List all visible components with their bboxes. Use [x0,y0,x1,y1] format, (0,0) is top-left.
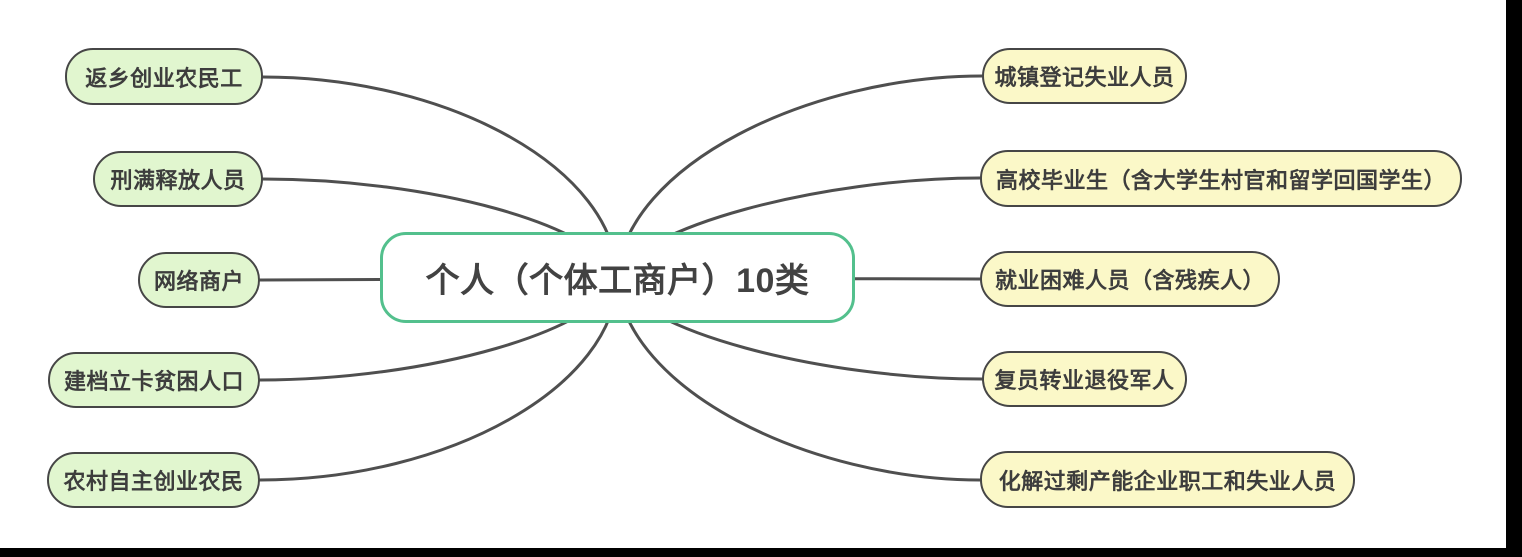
node-label: 就业困难人员（含残疾人） [994,268,1265,293]
window-edge-right [1506,0,1522,557]
node-demobilized-veterans[interactable]: 复员转业退役军人 [982,351,1187,407]
root-node[interactable]: 个人（个体工商户）10类 [380,232,855,323]
node-college-graduates[interactable]: 高校毕业生（含大学生村官和留学回国学生） [980,150,1462,207]
node-registered-poor-population[interactable]: 建档立卡贫困人口 [48,352,260,408]
root-node-label: 个人（个体工商户）10类 [425,262,810,300]
node-label: 复员转业退役军人 [994,368,1175,393]
node-returning-migrant-workers[interactable]: 返乡创业农民工 [65,48,263,105]
node-label: 化解过剩产能企业职工和失业人员 [998,468,1337,494]
node-employment-difficulty-persons[interactable]: 就业困难人员（含残疾人） [980,251,1280,307]
node-rural-self-employed-farmers[interactable]: 农村自主创业农民 [47,452,260,508]
node-label: 高校毕业生（含大学生村官和留学回国学生） [995,167,1446,193]
node-released-prisoners[interactable]: 刑满释放人员 [93,151,263,207]
node-label: 刑满释放人员 [110,168,246,193]
node-overcapacity-enterprise-workers[interactable]: 化解过剩产能企业职工和失业人员 [980,451,1355,508]
node-label: 城镇登记失业人员 [994,65,1175,90]
window-edge-bottom [0,548,1522,557]
node-urban-registered-unemployed[interactable]: 城镇登记失业人员 [982,48,1187,104]
node-label: 建档立卡贫困人口 [63,369,244,394]
node-label: 网络商户 [153,269,244,294]
node-label: 返乡创业农民工 [85,65,243,91]
node-label: 农村自主创业农民 [63,469,244,494]
node-online-merchants[interactable]: 网络商户 [138,252,260,308]
